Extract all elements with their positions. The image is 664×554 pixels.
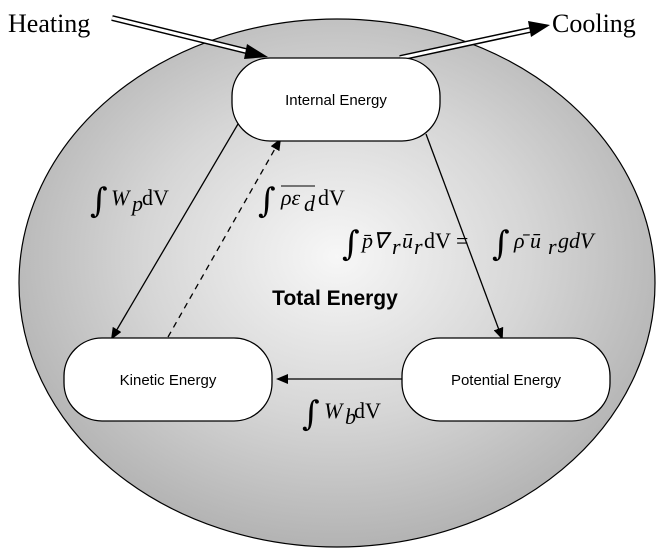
svg-text:b: b xyxy=(345,404,356,429)
arrow-internal-to-kinetic xyxy=(110,123,239,340)
svg-text:W: W xyxy=(111,185,131,210)
svg-text:ū: ū xyxy=(402,228,413,253)
svg-text:∫: ∫ xyxy=(90,181,108,221)
svg-text:dV: dV xyxy=(354,398,381,423)
svg-text:ρ̄ ū: ρ̄ ū xyxy=(513,228,541,253)
svg-text:ρε: ρε xyxy=(280,185,301,210)
label-wp-dv: ∫ W p dV xyxy=(90,181,169,221)
total-energy-label: Total Energy xyxy=(272,287,398,310)
node-potential-label: Potential Energy xyxy=(451,372,562,389)
svg-text:gdV: gdV xyxy=(558,228,596,253)
node-kinetic-label: Kinetic Energy xyxy=(120,372,217,389)
node-potential-energy: Potential Energy xyxy=(401,337,611,422)
heating-label: Heating xyxy=(8,9,90,38)
arrow-kinetic-to-internal xyxy=(167,138,281,338)
svg-text:p: p xyxy=(130,191,143,216)
node-kinetic-energy: Kinetic Energy xyxy=(63,337,273,422)
svg-text:d: d xyxy=(304,191,316,216)
label-wb-dv: ∫ W b dV xyxy=(302,394,381,434)
label-buoyancy-equation: ∫ p̄∇ r ū r dV = ∫ ρ̄ ū r gdV xyxy=(342,224,596,264)
svg-text:∫: ∫ xyxy=(342,224,360,264)
svg-text:dV: dV xyxy=(142,185,169,210)
svg-text:dV =: dV = xyxy=(424,228,468,253)
svg-text:∫: ∫ xyxy=(258,181,276,221)
heating-arrow xyxy=(111,15,268,59)
svg-text:∫: ∫ xyxy=(492,224,510,264)
svg-text:∫: ∫ xyxy=(302,394,320,434)
svg-text:p̄∇: p̄∇ xyxy=(360,228,392,253)
svg-text:r: r xyxy=(548,234,557,259)
cooling-label: Cooling xyxy=(552,9,636,38)
node-internal-label: Internal Energy xyxy=(285,92,387,109)
svg-text:r: r xyxy=(392,234,401,259)
svg-text:dV: dV xyxy=(318,185,345,210)
arrow-internal-to-potential xyxy=(425,133,504,340)
cooling-arrow xyxy=(399,21,550,61)
node-internal-energy: Internal Energy xyxy=(231,57,441,142)
label-rho-epsilon-dv: ∫ ρε d dV xyxy=(258,181,345,221)
svg-text:r: r xyxy=(414,234,423,259)
svg-text:W: W xyxy=(324,398,344,423)
